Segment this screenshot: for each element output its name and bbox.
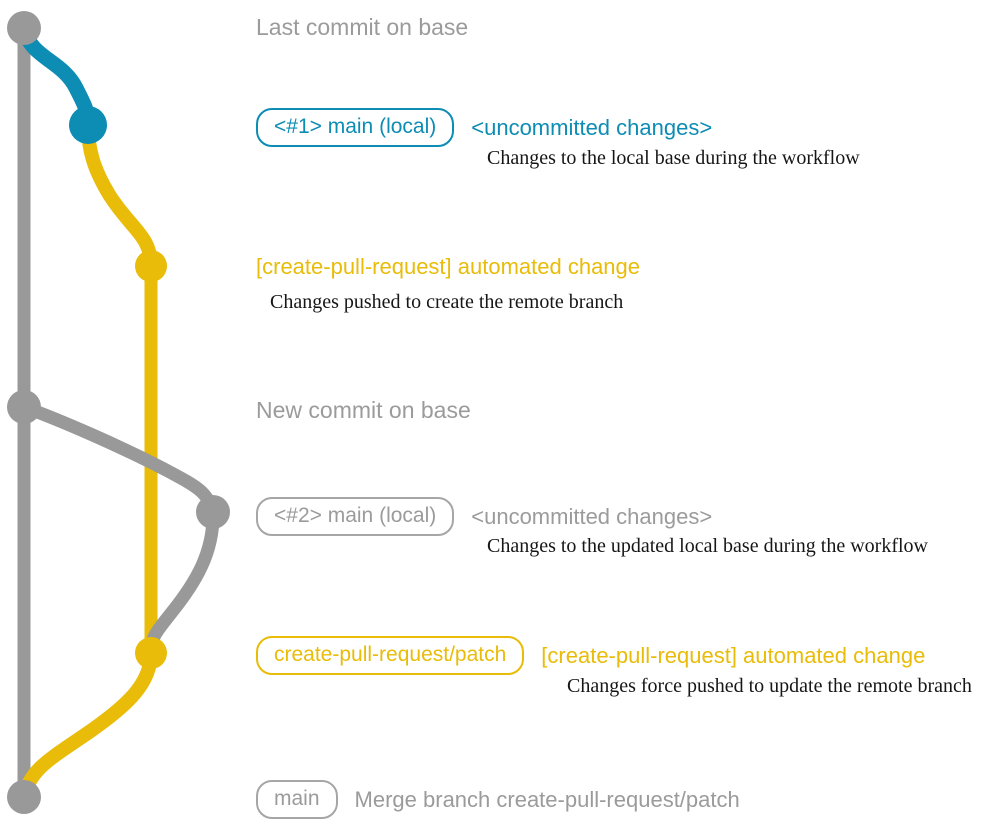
row-local-main-2: <#2> main (local) <uncommitted changes> [256,497,712,536]
row-automated-change-1: [create-pull-request] automated change [256,254,640,280]
commit-title-local-main-2: <uncommitted changes> [471,503,713,529]
commit-title-local-main-1: <uncommitted changes> [471,114,713,140]
branch-badge-local-main-2[interactable]: <#2> main (local) [256,497,455,536]
branch-badge-create-pull-request-patch[interactable]: create-pull-request/patch [256,636,525,675]
commit-description-automated-change-2: Changes force pushed to update the remot… [567,675,972,697]
branch-badge-main[interactable]: main [256,780,338,819]
commit-description-automated-change-1: Changes pushed to create the remote bran… [270,291,624,313]
branch-badge-local-main-1[interactable]: <#1> main (local) [256,108,455,147]
row-local-main-1: <#1> main (local) <uncommitted changes> [256,108,712,147]
node-patch-commit-1 [135,250,167,282]
node-base-new-commit [7,390,41,424]
commit-description-local-main-2: Changes to the updated local base during… [487,535,928,557]
edge-local1-to-patch1 [81,118,158,273]
node-merge-commit [7,780,41,814]
row-automated-change-2: create-pull-request/patch [create-pull-r… [256,636,925,675]
node-local-commit-2 [196,495,230,529]
heading-last-commit-on-base: Last commit on base [256,14,469,40]
row-merge-main: main Merge branch create-pull-request/pa… [256,780,740,819]
commit-description-local-main-1: Changes to the local base during the wor… [487,147,860,169]
edge-patch2-to-merge [17,646,158,804]
node-patch-commit-2 [135,637,167,669]
heading-new-commit-on-base: New commit on base [256,397,471,423]
commit-title-automated-change-1: [create-pull-request] automated change [256,254,641,279]
commit-title-merge-main: Merge branch create-pull-request/patch [354,786,740,812]
edge-base2-to-local2 [17,400,220,519]
node-base-head [7,11,41,45]
node-local-commit-1 [69,106,107,144]
commit-title-automated-change-2: [create-pull-request] automated change [541,642,926,668]
